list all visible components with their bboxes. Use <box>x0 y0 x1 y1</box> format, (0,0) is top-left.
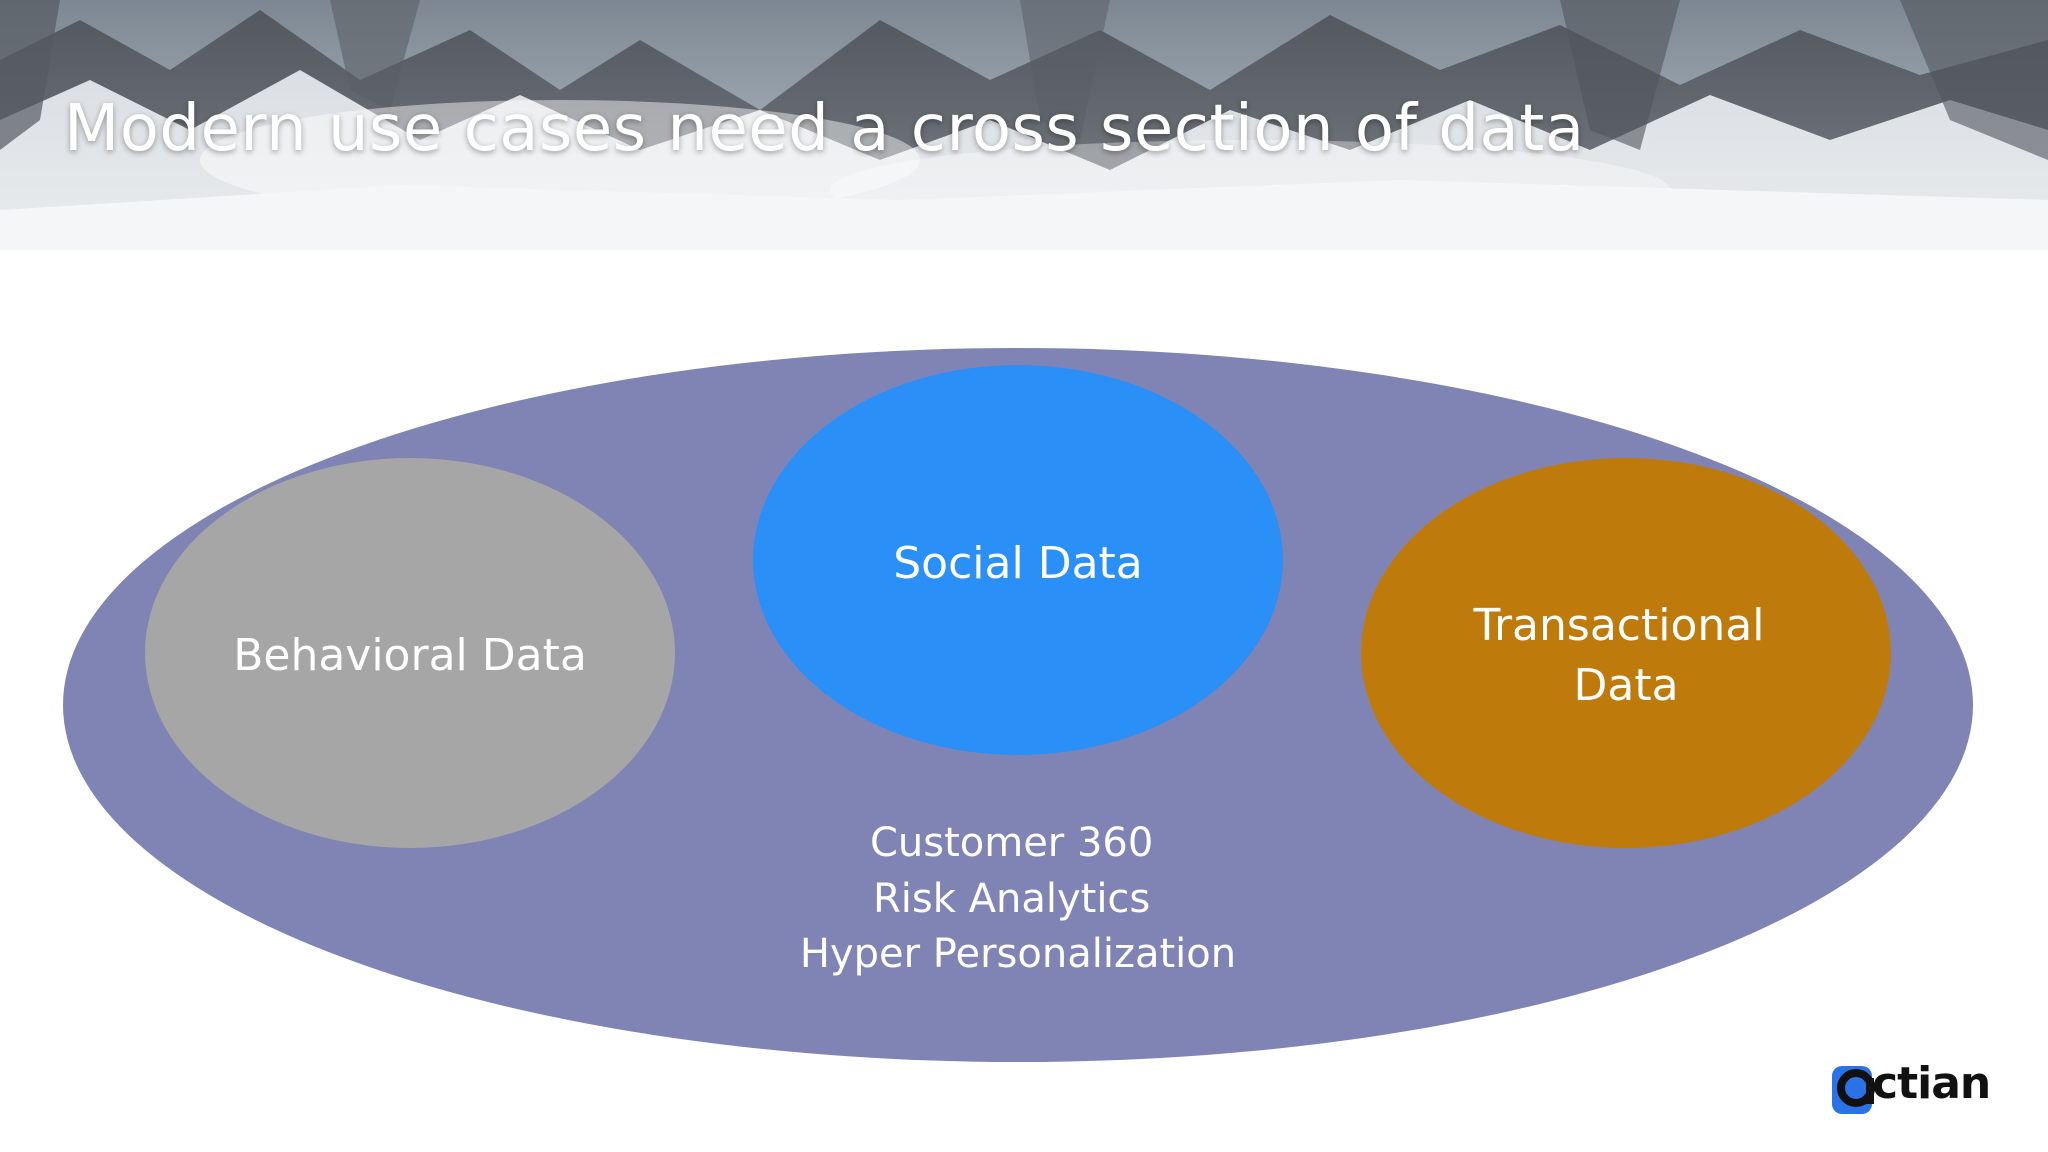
logo-mark-stem <box>1866 1078 1874 1104</box>
slide-title: Modern use cases need a cross section of… <box>64 92 1585 166</box>
use-cases-label: Customer 360 Risk Analytics Hyper Person… <box>800 820 1236 977</box>
social-data-label: Social Data <box>893 538 1143 589</box>
actian-logo-text: ctian <box>1872 1058 1991 1109</box>
transactional-data-circle <box>1361 458 1891 848</box>
data-diagram: Behavioral Data Social Data Transactiona… <box>63 348 1973 1062</box>
actian-logo: ctian <box>1830 1058 2010 1116</box>
transactional-data-label: Transactional Data <box>1473 600 1779 711</box>
social-data-circle <box>753 365 1283 755</box>
behavioral-data-label: Behavioral Data <box>233 630 587 681</box>
mountain-image <box>0 0 2048 250</box>
actian-logo-mark-icon <box>1832 1066 1875 1114</box>
behavioral-data-circle <box>145 458 675 848</box>
mountain-banner: Modern use cases need a cross section of… <box>0 0 2048 250</box>
